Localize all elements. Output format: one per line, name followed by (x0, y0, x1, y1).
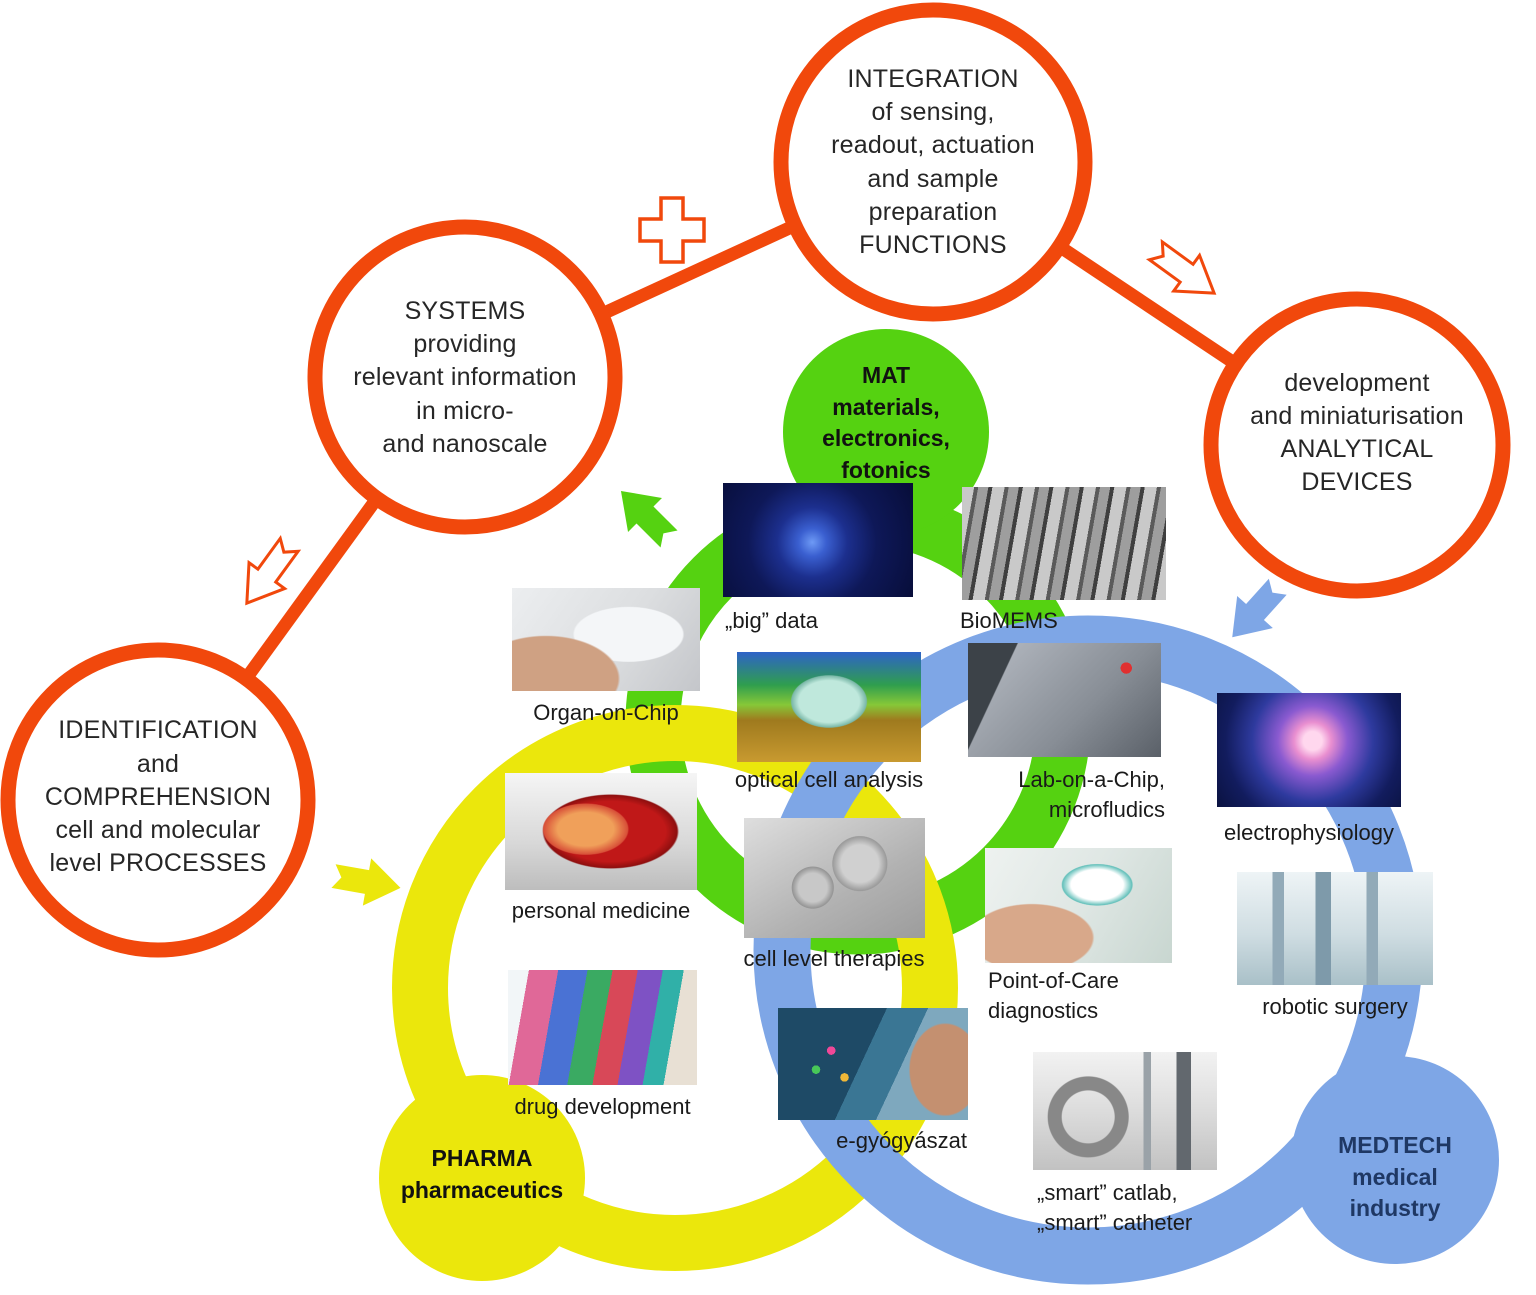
e-health-image (778, 1008, 968, 1120)
pharma-line: pharmaceutics (400, 1176, 564, 1203)
mat-line: electronics, (822, 425, 950, 452)
organ-on-chip-image (512, 588, 700, 691)
integration-line: of sensing, (871, 98, 995, 126)
smart-catlab-label: „smart” catlab, „smart” catheter (1037, 1178, 1192, 1237)
e-health-label: e-gyógyászat (836, 1128, 967, 1153)
identification-line: cell and molecular (55, 816, 261, 845)
cell-level-therapies-label: cell level therapies (743, 946, 925, 971)
systems-circle-label: SYSTEMS providing relevant information i… (340, 288, 590, 468)
identification-line: COMPREHENSION (44, 782, 272, 811)
analytical-circle-label: development and miniaturisation ANALYTIC… (1232, 358, 1482, 508)
organ-on-chip-label: Organ-on-Chip (533, 700, 679, 725)
integration-line: readout, actuation (831, 131, 1035, 160)
robotic-surgery-image (1237, 872, 1433, 985)
pharma-ring (392, 705, 958, 1271)
systems-line: in micro- (416, 396, 514, 425)
lab-on-a-chip-label: Lab-on-a-Chip, microfludics (1000, 765, 1165, 824)
analytical-line: and miniaturisation (1250, 401, 1464, 430)
analytical-line: ANALYTICAL (1280, 435, 1434, 463)
integration-line: and sample (867, 164, 999, 193)
medtech-line: MEDTECH (1338, 1132, 1452, 1158)
biomems-image (962, 487, 1166, 600)
pharma-line: PHARMA (431, 1145, 533, 1171)
personal-medicine-image (505, 773, 697, 890)
mat-cluster-label: MAT materials, electronics, fotonics (776, 360, 996, 487)
mat-line: materials, (832, 393, 940, 420)
optical-cell-analysis-label: optical cell analysis (734, 767, 924, 792)
systems-line: providing (413, 330, 517, 359)
integration-line: preparation (868, 197, 998, 226)
mat-line: MAT (861, 362, 911, 388)
systems-circle (307, 219, 623, 535)
integration-circle-label: INTEGRATION of sensing, readout, actuati… (803, 50, 1063, 275)
blue-arrow-icon (1232, 578, 1287, 638)
identification-line: and (136, 749, 180, 778)
point-of-care-image (985, 848, 1172, 963)
systems-line: and nanoscale (382, 429, 548, 458)
analytical-line: development (1284, 368, 1430, 397)
point-of-care-line: Point-of-Care (988, 968, 1119, 993)
systems-line: relevant information (353, 363, 577, 392)
lab-on-a-chip-line: microfludics (1048, 796, 1165, 822)
mat-line: fotonics (841, 457, 931, 484)
point-of-care-label: Point-of-Care diagnostics (988, 966, 1119, 1025)
lab-on-a-chip-line: Lab-on-a-Chip, (1018, 767, 1165, 792)
smart-catlab-line: „smart” catheter (1037, 1209, 1193, 1235)
identification-circle-label: IDENTIFICATION and COMPREHENSION cell an… (23, 705, 293, 890)
integration-line: INTEGRATION (847, 64, 1019, 93)
yellow-arrow-icon (331, 858, 401, 906)
medtech-blob (1291, 1056, 1499, 1264)
drug-development-image (508, 970, 697, 1085)
optical-cell-analysis-image (737, 652, 921, 762)
systems-line: SYSTEMS (404, 296, 526, 325)
electrophysiology-image (1217, 693, 1401, 807)
identification-circle (0, 642, 316, 958)
arrow-integration-to-analytical-icon (1145, 238, 1217, 295)
medtech-line: industry (1349, 1195, 1441, 1222)
analytical-line: DEVICES (1301, 468, 1413, 497)
lab-on-a-chip-image (968, 643, 1161, 757)
point-of-care-line: diagnostics (988, 997, 1099, 1023)
medtech-cluster-label: MEDTECH medical industry (1295, 1130, 1495, 1225)
drug-development-label: drug development (514, 1094, 691, 1119)
big-data-label: „big” data (725, 608, 818, 633)
smart-catlab-line: „smart” catlab, (1037, 1180, 1178, 1205)
pharma-cluster-label: PHARMA pharmaceutics (367, 1143, 597, 1206)
cell-level-therapies-image (744, 818, 925, 938)
robotic-surgery-label: robotic surgery (1262, 994, 1408, 1019)
personal-medicine-label: personal medicine (511, 898, 691, 923)
integration-circle (773, 2, 1093, 322)
plus-icon (638, 196, 706, 264)
integration-line: FUNCTIONS (859, 231, 1007, 259)
pharma-blob (379, 1075, 585, 1281)
identification-line: IDENTIFICATION (58, 716, 258, 745)
smart-catlab-image (1033, 1052, 1217, 1170)
electrophysiology-label: electrophysiology (1224, 820, 1394, 845)
big-data-image (723, 483, 913, 597)
identification-line: level PROCESSES (49, 849, 267, 878)
analytical-circle (1203, 291, 1511, 599)
arrow-systems-to-identification-icon (245, 534, 302, 606)
green-arrow-icon (620, 490, 678, 548)
medtech-line: medical (1352, 1163, 1438, 1190)
biomems-label: BioMEMS (960, 608, 1058, 633)
